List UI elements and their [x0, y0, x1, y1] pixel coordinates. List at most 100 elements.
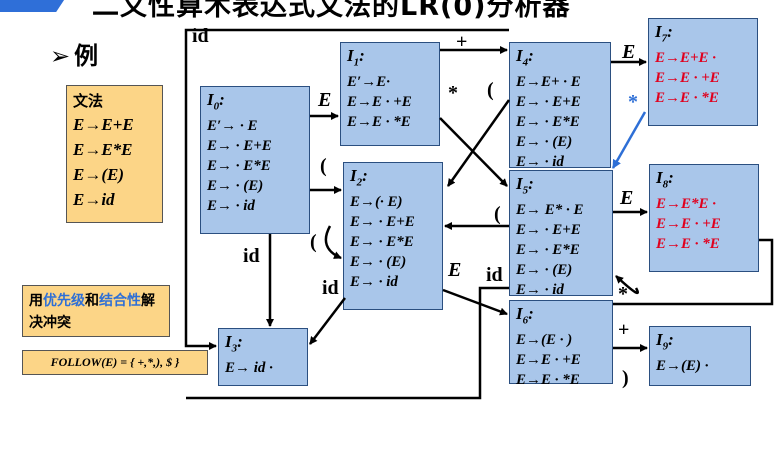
lr-item: E→ · id: [516, 154, 564, 171]
lr-item: E→ · (E): [516, 134, 573, 151]
lr-item: E→ · id: [516, 282, 564, 299]
state-i4: I4: E→E+ · E E→ · E+E E→ · E*E E→ · (E) …: [509, 42, 611, 170]
label-paren-0-2: (: [320, 155, 327, 177]
label-e-0-1: E: [318, 89, 332, 111]
label-paren-4-2: (: [487, 79, 494, 101]
state-title: I7:: [655, 22, 673, 45]
lr-item: E→E · *E: [516, 372, 580, 389]
arrow-i5-i3: [186, 286, 509, 400]
state-title: I6:: [516, 304, 534, 327]
grammar-rule: E→(E): [73, 165, 124, 184]
label-star-1-5: *: [448, 82, 458, 104]
state-i5: I5: E→ E* · E E→ · E+E E→ · E*E E→ · (E)…: [509, 170, 613, 298]
arrow-i4-i2: [446, 99, 511, 187]
state-title: I0:: [207, 90, 225, 113]
state-i9: I9: E→(E) ·: [649, 326, 751, 386]
note-text: 解决冲突: [29, 293, 155, 331]
grammar-rule: E→E*E: [73, 140, 133, 159]
arrow-bullet-icon: ➢: [50, 42, 71, 70]
arrow-i4-i3: [184, 28, 509, 350]
lr-item: E→E*E ·: [656, 196, 717, 213]
example-heading: ➢例: [50, 36, 98, 71]
lr-item: E→ · E+E: [516, 222, 581, 239]
lr-item: E→ · (E): [350, 254, 407, 271]
lr-item: E→ E* · E: [516, 202, 584, 219]
grammar-rule: E→id: [73, 190, 115, 209]
label-star-7-5: *: [628, 91, 638, 113]
lr-item: E→ · E*E: [516, 114, 580, 131]
state-title: I4:: [516, 46, 534, 69]
label-paren-5-2: (: [494, 203, 501, 225]
lr-item: E→E · +E: [655, 70, 720, 87]
state-title: I5:: [516, 174, 534, 197]
lr-item: E→ · id: [350, 274, 398, 291]
page-title: 二义性算术表达式文法的LR(0)分析器: [92, 0, 571, 20]
grammar-rule: E→E+E: [73, 115, 134, 134]
arrow-i8-i4-route: [613, 238, 774, 306]
lr-item: E→ · E+E: [516, 94, 581, 111]
state-title: I9:: [656, 330, 674, 353]
lr-item: E→E+E ·: [655, 50, 717, 67]
lr-item: E→E+ · E: [516, 74, 581, 91]
state-i7: I7: E→E+E · E→E · +E E→E · *E: [648, 18, 758, 126]
note-highlight-associativity: 结合性: [99, 293, 141, 309]
lr-item: E→ · id: [207, 198, 255, 215]
example-label: 例: [74, 42, 99, 70]
lr-item: E→ · (E): [207, 178, 264, 195]
arrow-i2-self: [324, 225, 342, 260]
grammar-box: 文法 E→E+E E→E*E E→(E) E→id: [66, 85, 163, 223]
label-id-2-3: id: [322, 277, 339, 299]
label-paren-2-self: (: [310, 231, 317, 253]
state-i1: I1: E′→E· E→E · +E E→E · *E: [340, 42, 440, 146]
state-i2: I2: E→(· E) E→ · E+E E→ · E*E E→ · (E) E…: [343, 162, 443, 310]
state-title: I2:: [350, 166, 368, 189]
lr-item: E→ · E+E: [207, 138, 272, 155]
state-title: I3:: [225, 332, 243, 355]
follow-set-box: FOLLOW(E) = { +,*,), $ }: [22, 350, 208, 375]
state-title: I8:: [656, 168, 674, 191]
lr-item: E→(E) ·: [656, 358, 709, 375]
label-plus-1-4: +: [456, 31, 468, 53]
label-e-2-6: E: [448, 259, 462, 281]
arrow-i2-i3: [309, 297, 346, 345]
lr-item: E→ · E+E: [350, 214, 415, 231]
lr-item: E→ · E*E: [350, 234, 414, 251]
lr-item: E→E · *E: [656, 236, 720, 253]
lr-item: E→(· E): [350, 194, 403, 211]
state-i0: I0: E′→ · E E→ · E+E E→ · E*E E→ · (E) E…: [200, 86, 310, 234]
lr-item: E′→ · E: [207, 118, 258, 135]
state-i8: I8: E→E*E · E→E · +E E→E · *E: [649, 164, 759, 272]
label-id-0-3: id: [243, 245, 260, 267]
arrow-i7-i5: [611, 111, 647, 169]
label-id-top: id: [192, 25, 209, 47]
lr-item: E→ · (E): [516, 262, 573, 279]
note-text: 用: [29, 293, 43, 309]
lr-item: E′→E·: [347, 74, 390, 91]
label-plus-6-4: +: [618, 319, 630, 341]
lr-item: E→ · E*E: [516, 242, 580, 259]
arrow-i5-self: [615, 275, 639, 295]
state-i3: I3: E→ id ·: [218, 328, 308, 386]
note-highlight-precedence: 优先级: [43, 293, 85, 309]
label-star-5-self: *: [618, 283, 628, 305]
grammar-title: 文法: [73, 92, 104, 110]
lr-item: E→E · *E: [347, 114, 411, 131]
arrow-i2-i6: [442, 288, 508, 316]
title-area: 二义性算术表达式文法的LR(0)分析器: [0, 0, 784, 20]
lr-item: E→E · *E: [655, 90, 719, 107]
lr-item: E→E · +E: [347, 94, 412, 111]
label-e-4-7: E: [622, 41, 636, 63]
state-title: I1:: [347, 46, 365, 69]
label-e-5-8: E: [620, 187, 634, 209]
lr-item: E→E · +E: [516, 352, 581, 369]
title-accent-bar: [0, 0, 72, 12]
lr-item: E→(E · ): [516, 332, 573, 349]
note-text: 和: [85, 293, 99, 309]
lr-item: E→ id ·: [225, 360, 273, 377]
lr-item: E→ · E*E: [207, 158, 271, 175]
state-i6: I6: E→(E · ) E→E · +E E→E · *E: [509, 300, 613, 388]
lr-item: E→E · +E: [656, 216, 721, 233]
conflict-note: 用优先级和结合性解决冲突: [22, 285, 170, 337]
label-rparen-6-9: ): [622, 367, 629, 389]
